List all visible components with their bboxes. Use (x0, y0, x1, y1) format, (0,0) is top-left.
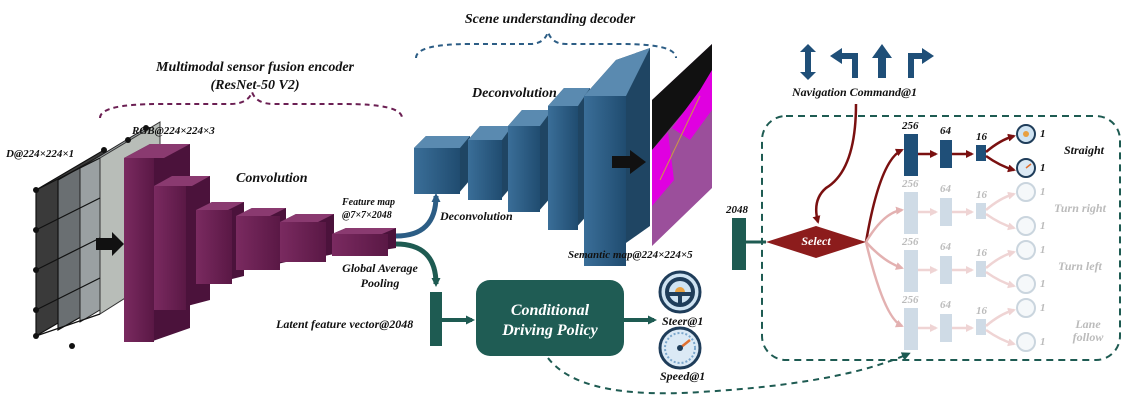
branch1-size-16: 16 (976, 131, 987, 143)
branch3-size-256: 256 (902, 236, 919, 248)
branch-name-lane-follow: Lane follow (1058, 317, 1118, 345)
navigation-icons (800, 44, 934, 80)
depth-input-label: D@224×224×1 (6, 148, 75, 160)
branch3-size-16: 16 (976, 247, 987, 259)
branch1-output-bottom: 1 (1040, 162, 1046, 174)
rgb-input-label: RGB@224×224×3 (132, 125, 215, 137)
deconvolution-side-label: Deconvolution (440, 209, 513, 223)
speedometer-icon (658, 326, 702, 370)
encoder-title: Multimodal sensor fusion encoder (156, 60, 354, 75)
encoder-conv-blocks (124, 144, 396, 342)
feature-2048-bar (732, 218, 746, 270)
steering-wheel-icon (658, 270, 702, 314)
decoder-deconv-blocks (414, 48, 650, 266)
cdp-label-line1: Conditional (510, 302, 590, 319)
branch4-output-top: 1 (1040, 302, 1046, 314)
feature-2048-label: 2048 (726, 204, 748, 216)
branch1-size-64: 64 (940, 125, 951, 137)
select-label: Select (801, 234, 831, 248)
branch3-output-bottom: 1 (1040, 278, 1046, 290)
branch-name-turn-left: Turn left (1058, 259, 1102, 273)
encoder-brace (99, 88, 403, 119)
conditional-driving-policy-box (476, 280, 624, 356)
deconv-arrow (395, 193, 441, 239)
decoder-title: Scene understanding decoder (464, 12, 636, 27)
convolution-label: Convolution (236, 171, 308, 186)
branch2-size-16: 16 (976, 189, 987, 201)
gap-arrow (395, 241, 441, 287)
branch-panel (761, 115, 1121, 361)
lane-follow-text: Lane follow (1072, 317, 1104, 345)
cdp-label-line2: Driving Policy (502, 322, 598, 339)
semantic-map-label: Semantic map@224×224×5 (568, 249, 693, 261)
branch2-output-bottom: 1 (1040, 220, 1046, 232)
branch4-size-256: 256 (902, 294, 919, 306)
speed-label: Speed@1 (660, 369, 706, 383)
branch3-size-64: 64 (940, 241, 951, 253)
feature-map-label-line1: Feature map (342, 197, 396, 208)
branch2-output-top: 1 (1040, 186, 1046, 198)
gap-label-line2: Pooling (360, 276, 400, 290)
latent-vector-bar (430, 292, 442, 346)
branch4-size-16: 16 (976, 305, 987, 317)
branch4-output-bottom: 1 (1040, 336, 1046, 348)
branch-name-straight: Straight (1064, 143, 1105, 157)
branch2-size-64: 64 (940, 183, 951, 195)
branch1-size-256: 256 (902, 120, 919, 132)
branch-straight-layers (904, 124, 1036, 178)
branch1-output-top: 1 (1040, 128, 1046, 140)
branch4-size-64: 64 (940, 299, 951, 311)
branch2-size-256: 256 (902, 178, 919, 190)
feature-map-label-line2: @7×7×2048 (342, 210, 392, 221)
branch3-output-top: 1 (1040, 244, 1046, 256)
branch-faded-layers (904, 182, 1036, 352)
decoder-brace (415, 28, 677, 59)
semantic-map-image (652, 44, 712, 246)
gap-label-line1: Global Average (342, 261, 418, 275)
encoder-subtitle: (ResNet-50 V2) (210, 78, 300, 93)
branch-name-turn-right: Turn right (1054, 201, 1106, 215)
navigation-command-label: Navigation Command@1 (792, 85, 917, 99)
nav-command-arrow (812, 103, 858, 224)
deconvolution-top-label: Deconvolution (472, 86, 557, 101)
select-diamond (766, 226, 866, 258)
steer-label: Steer@1 (662, 314, 704, 328)
latent-vector-label: Latent feature vector@2048 (276, 317, 414, 331)
